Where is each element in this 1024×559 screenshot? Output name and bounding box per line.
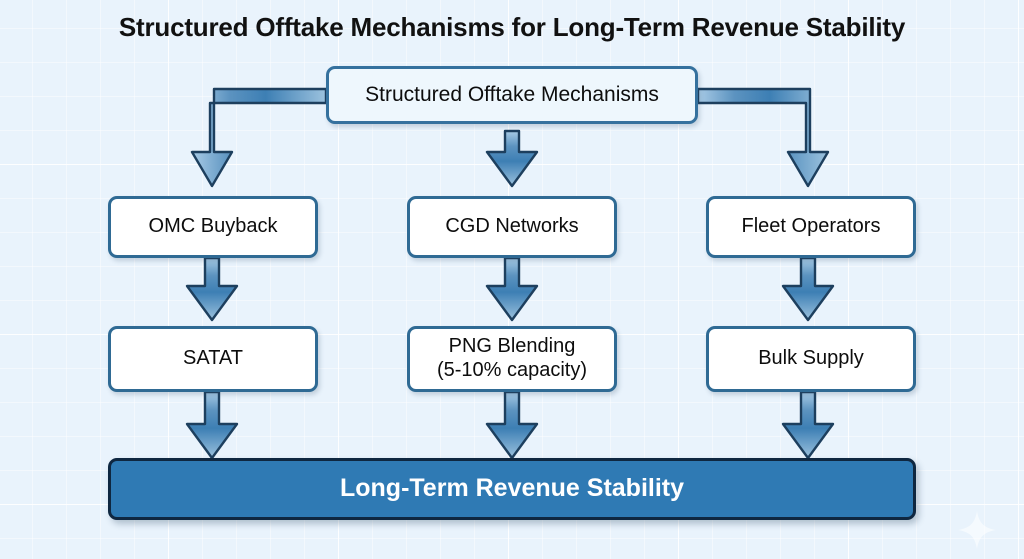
node-long-term-revenue-stability[interactable]: Long-Term Revenue Stability	[108, 458, 916, 520]
connector-root-to-center	[485, 129, 539, 188]
connector-root-to-left	[190, 87, 328, 188]
node-label: Structured Offtake Mechanisms	[365, 82, 659, 106]
node-satat[interactable]: SATAT	[108, 326, 318, 392]
node-label: Fleet Operators	[741, 215, 881, 238]
connector-cgd-to-png	[485, 256, 539, 322]
node-bulk-supply[interactable]: Bulk Supply	[706, 326, 916, 392]
connector-satat-to-outcome	[185, 390, 239, 460]
connector-fleet-to-bulk	[781, 256, 835, 322]
sparkle-icon	[958, 511, 996, 549]
page-title: Structured Offtake Mechanisms for Long-T…	[118, 12, 906, 42]
node-label-line1: SATAT	[183, 347, 243, 370]
node-omc-buyback[interactable]: OMC Buyback	[108, 196, 318, 258]
node-png-blending[interactable]: PNG Blending (5-10% capacity)	[407, 326, 617, 392]
connector-bulk-to-outcome	[781, 390, 835, 460]
connector-root-to-right	[696, 87, 830, 188]
node-label-line1: Bulk Supply	[758, 347, 864, 370]
banner-label: Long-Term Revenue Stability	[339, 474, 685, 503]
connector-png-to-outcome	[485, 390, 539, 460]
node-label: OMC Buyback	[148, 215, 278, 238]
node-label-wrap: PNG Blending (5-10% capacity)	[437, 335, 587, 382]
node-label-wrap: SATAT	[183, 347, 243, 371]
node-cgd-networks[interactable]: CGD Networks	[407, 196, 617, 258]
node-label: CGD Networks	[445, 215, 579, 238]
node-label-wrap: Bulk Supply	[758, 347, 864, 371]
node-label-line1: PNG Blending	[448, 335, 576, 358]
node-label-line2: (5-10% capacity)	[436, 359, 588, 381]
node-structured-offtake-mechanisms[interactable]: Structured Offtake Mechanisms	[326, 66, 698, 124]
connector-omc-to-satat	[185, 256, 239, 322]
node-fleet-operators[interactable]: Fleet Operators	[706, 196, 916, 258]
